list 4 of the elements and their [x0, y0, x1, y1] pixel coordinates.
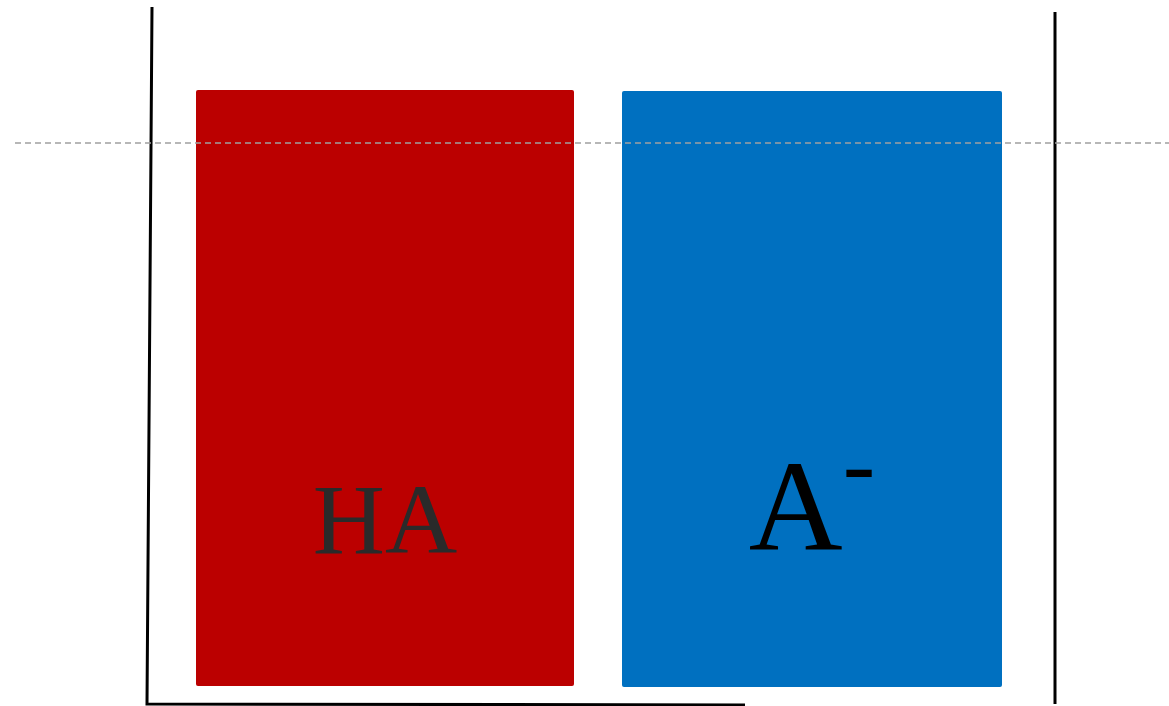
- bar: [622, 91, 1002, 687]
- species-label: HA: [312, 464, 458, 575]
- bar: [196, 90, 574, 686]
- species-label: A$^{-}$: [748, 434, 876, 578]
